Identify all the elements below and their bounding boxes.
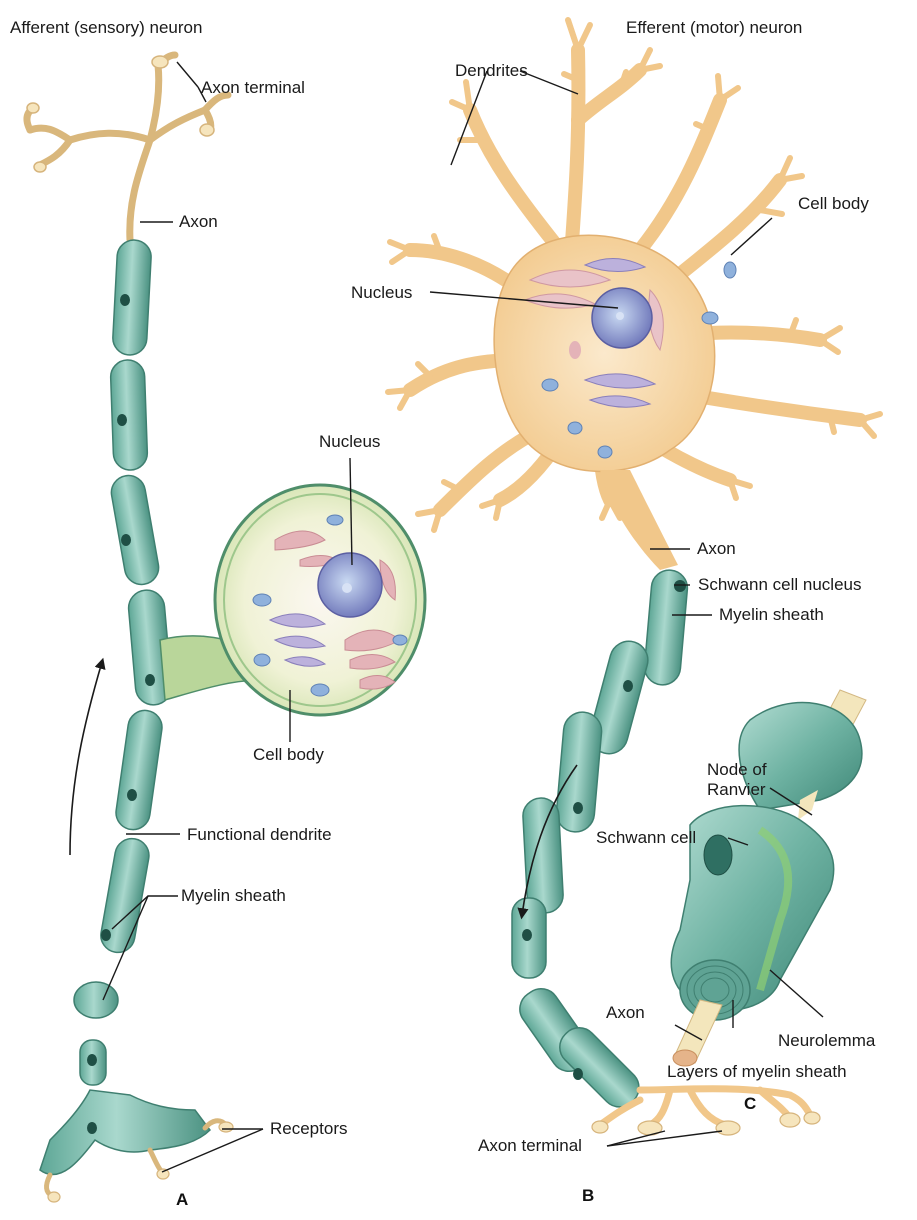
efferent-neuron-title: Efferent (motor) neuron [626,18,802,38]
label-myelin-sheath-a: Myelin sheath [181,886,286,906]
label-myelin-sheath-b: Myelin sheath [719,605,824,625]
label-nucleus-b: Nucleus [351,283,412,303]
label-receptors: Receptors [270,1119,347,1139]
leader-axon-terminal-b-2 [607,1131,722,1146]
label-dendrites: Dendrites [455,61,528,81]
panel-label-a: A [176,1190,188,1210]
leader-axon-terminal-a [177,62,198,87]
myelin-segments-a [74,239,173,1085]
afferent-neuron-illustration [27,55,425,1202]
afferent-direction-arrow [70,662,102,855]
myelin-detail-illustration [671,690,866,1066]
label-functional-dendrite: Functional dendrite [187,825,332,845]
leader-axon-terminal-b [607,1131,665,1146]
panel-label-b: B [582,1186,594,1206]
label-axon-terminal-b: Axon terminal [478,1136,582,1156]
label-axon-a: Axon [179,212,218,232]
label-axon-c: Axon [606,1003,645,1023]
leader-neurolemma [770,970,823,1017]
label-node-of-ranvier-line1: Node of [707,760,767,780]
label-nucleus-a: Nucleus [319,432,380,452]
label-neurolemma: Neurolemma [778,1031,875,1051]
cell-body-a-drawing [160,485,425,715]
label-node-of-ranvier-line2: Ranvier [707,780,766,800]
label-axon-terminal-a: Axon terminal [201,78,305,98]
receptor-branches-a [40,1090,233,1202]
label-layers-of-myelin-sheath: Layers of myelin sheath [667,1062,847,1082]
label-cell-body-b: Cell body [798,194,869,214]
label-schwann-cell-nucleus: Schwann cell nucleus [698,575,861,595]
afferent-neuron-title: Afferent (sensory) neuron [10,18,202,38]
label-cell-body-a: Cell body [253,745,324,765]
label-axon-b: Axon [697,539,736,559]
panel-label-c: C [744,1094,756,1114]
label-schwann-cell: Schwann cell [596,828,696,848]
